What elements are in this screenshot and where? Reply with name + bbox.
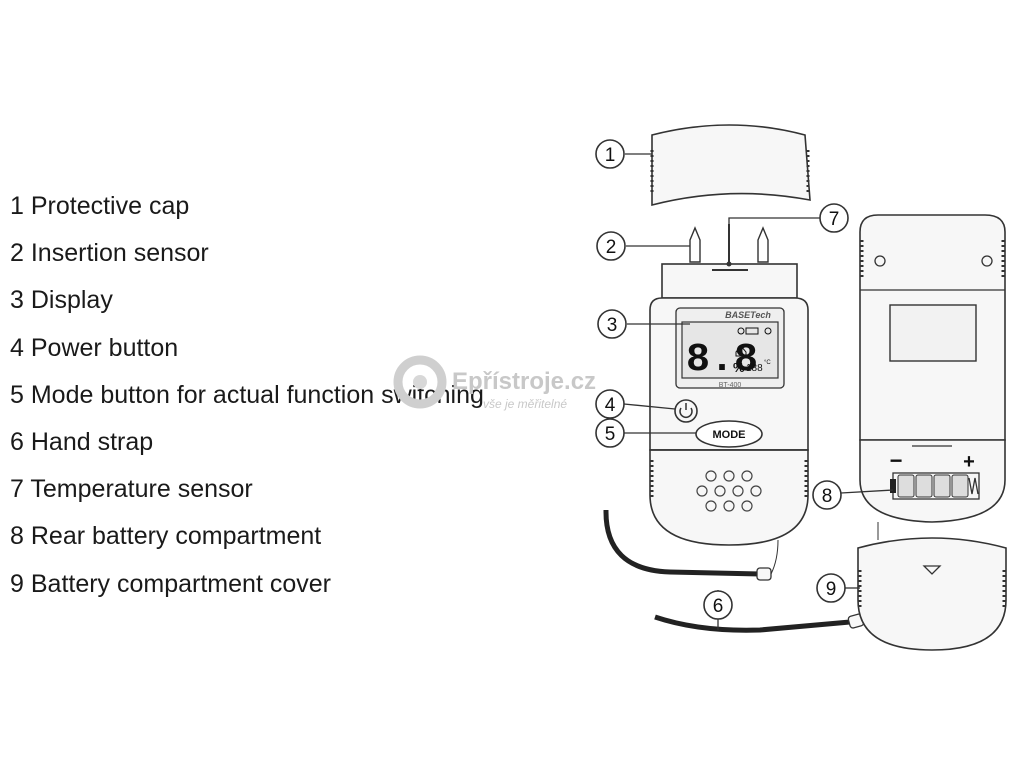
spring-contact-icon	[968, 477, 979, 495]
front-device: BASETech 8.8 % 188 °C BT-400 MODE	[649, 224, 809, 546]
thermometer-icon	[737, 327, 745, 335]
power-button[interactable]	[674, 399, 698, 423]
power-indicator-icon	[764, 327, 772, 335]
legend-item-battery-cover: 9 Battery compartment cover	[10, 569, 331, 598]
battery-minus-label: −	[890, 448, 903, 473]
legend-list: 1 Protective cap 2 Insertion sensor 3 Di…	[10, 188, 484, 613]
mode-button-label: MODE	[713, 429, 746, 441]
insertion-sensor-pins	[689, 224, 769, 263]
leader-lines	[623, 153, 894, 630]
legend-item-power-button: 4 Power button	[10, 333, 179, 362]
battery-plus-label: +	[963, 451, 975, 473]
home-icon	[735, 345, 747, 357]
hand-strap	[603, 509, 865, 633]
speaker-grille	[696, 470, 762, 512]
callout-7: 7	[819, 203, 849, 233]
callout-2: 2	[596, 231, 626, 261]
callout-8: 8	[812, 480, 842, 510]
watermark-tagline: vše je měřitelné	[483, 397, 567, 411]
svg-text:1: 1	[605, 145, 616, 166]
watermark-logo-icon	[393, 355, 447, 409]
svg-text:8: 8	[822, 486, 833, 507]
callout-1: 1	[595, 139, 625, 169]
svg-text:3: 3	[607, 315, 618, 336]
mode-button[interactable]: MODE	[695, 420, 763, 448]
callout-3: 3	[597, 309, 627, 339]
svg-text:6: 6	[713, 596, 724, 617]
callout-6: 6	[703, 590, 733, 620]
battery-icon	[745, 327, 759, 335]
battery-compartment-cover	[857, 537, 1007, 651]
power-icon	[679, 407, 693, 418]
legend-item-protective-cap: 1 Protective cap	[10, 192, 190, 220]
svg-text:9: 9	[826, 579, 837, 600]
lcd-temp-unit: °C	[764, 360, 771, 366]
battery-cells	[890, 472, 980, 500]
lcd-temp: 188	[746, 363, 763, 374]
brand-label: BASETech	[725, 310, 771, 320]
lcd-digits: 8.8	[686, 338, 758, 383]
svg-text:2: 2	[606, 237, 617, 258]
lcd-percent: %	[733, 360, 745, 375]
callout-5: 5	[595, 418, 625, 448]
rear-device: − +	[857, 214, 1007, 651]
svg-text:7: 7	[829, 209, 840, 230]
legend-item-insertion-sensor: 2 Insertion sensor	[10, 239, 209, 268]
legend-item-hand-strap: 6 Hand strap	[10, 427, 154, 456]
lcd-display	[681, 321, 779, 379]
callout-9: 9	[816, 573, 846, 603]
watermark: Epřístroje.cz vše je měřitelné	[393, 355, 596, 411]
watermark-name: Epřístroje.cz	[452, 368, 596, 395]
svg-text:4: 4	[605, 395, 616, 416]
legend-item-rear-battery-compartment: 8 Rear battery compartment	[10, 522, 322, 551]
legend-item-display: 3 Display	[10, 286, 113, 315]
svg-text:5: 5	[605, 424, 616, 445]
model-label: BT-400	[719, 382, 742, 389]
callout-4: 4	[595, 389, 625, 419]
legend-item-temperature-sensor: 7 Temperature sensor	[10, 475, 253, 504]
protective-cap	[650, 124, 811, 207]
